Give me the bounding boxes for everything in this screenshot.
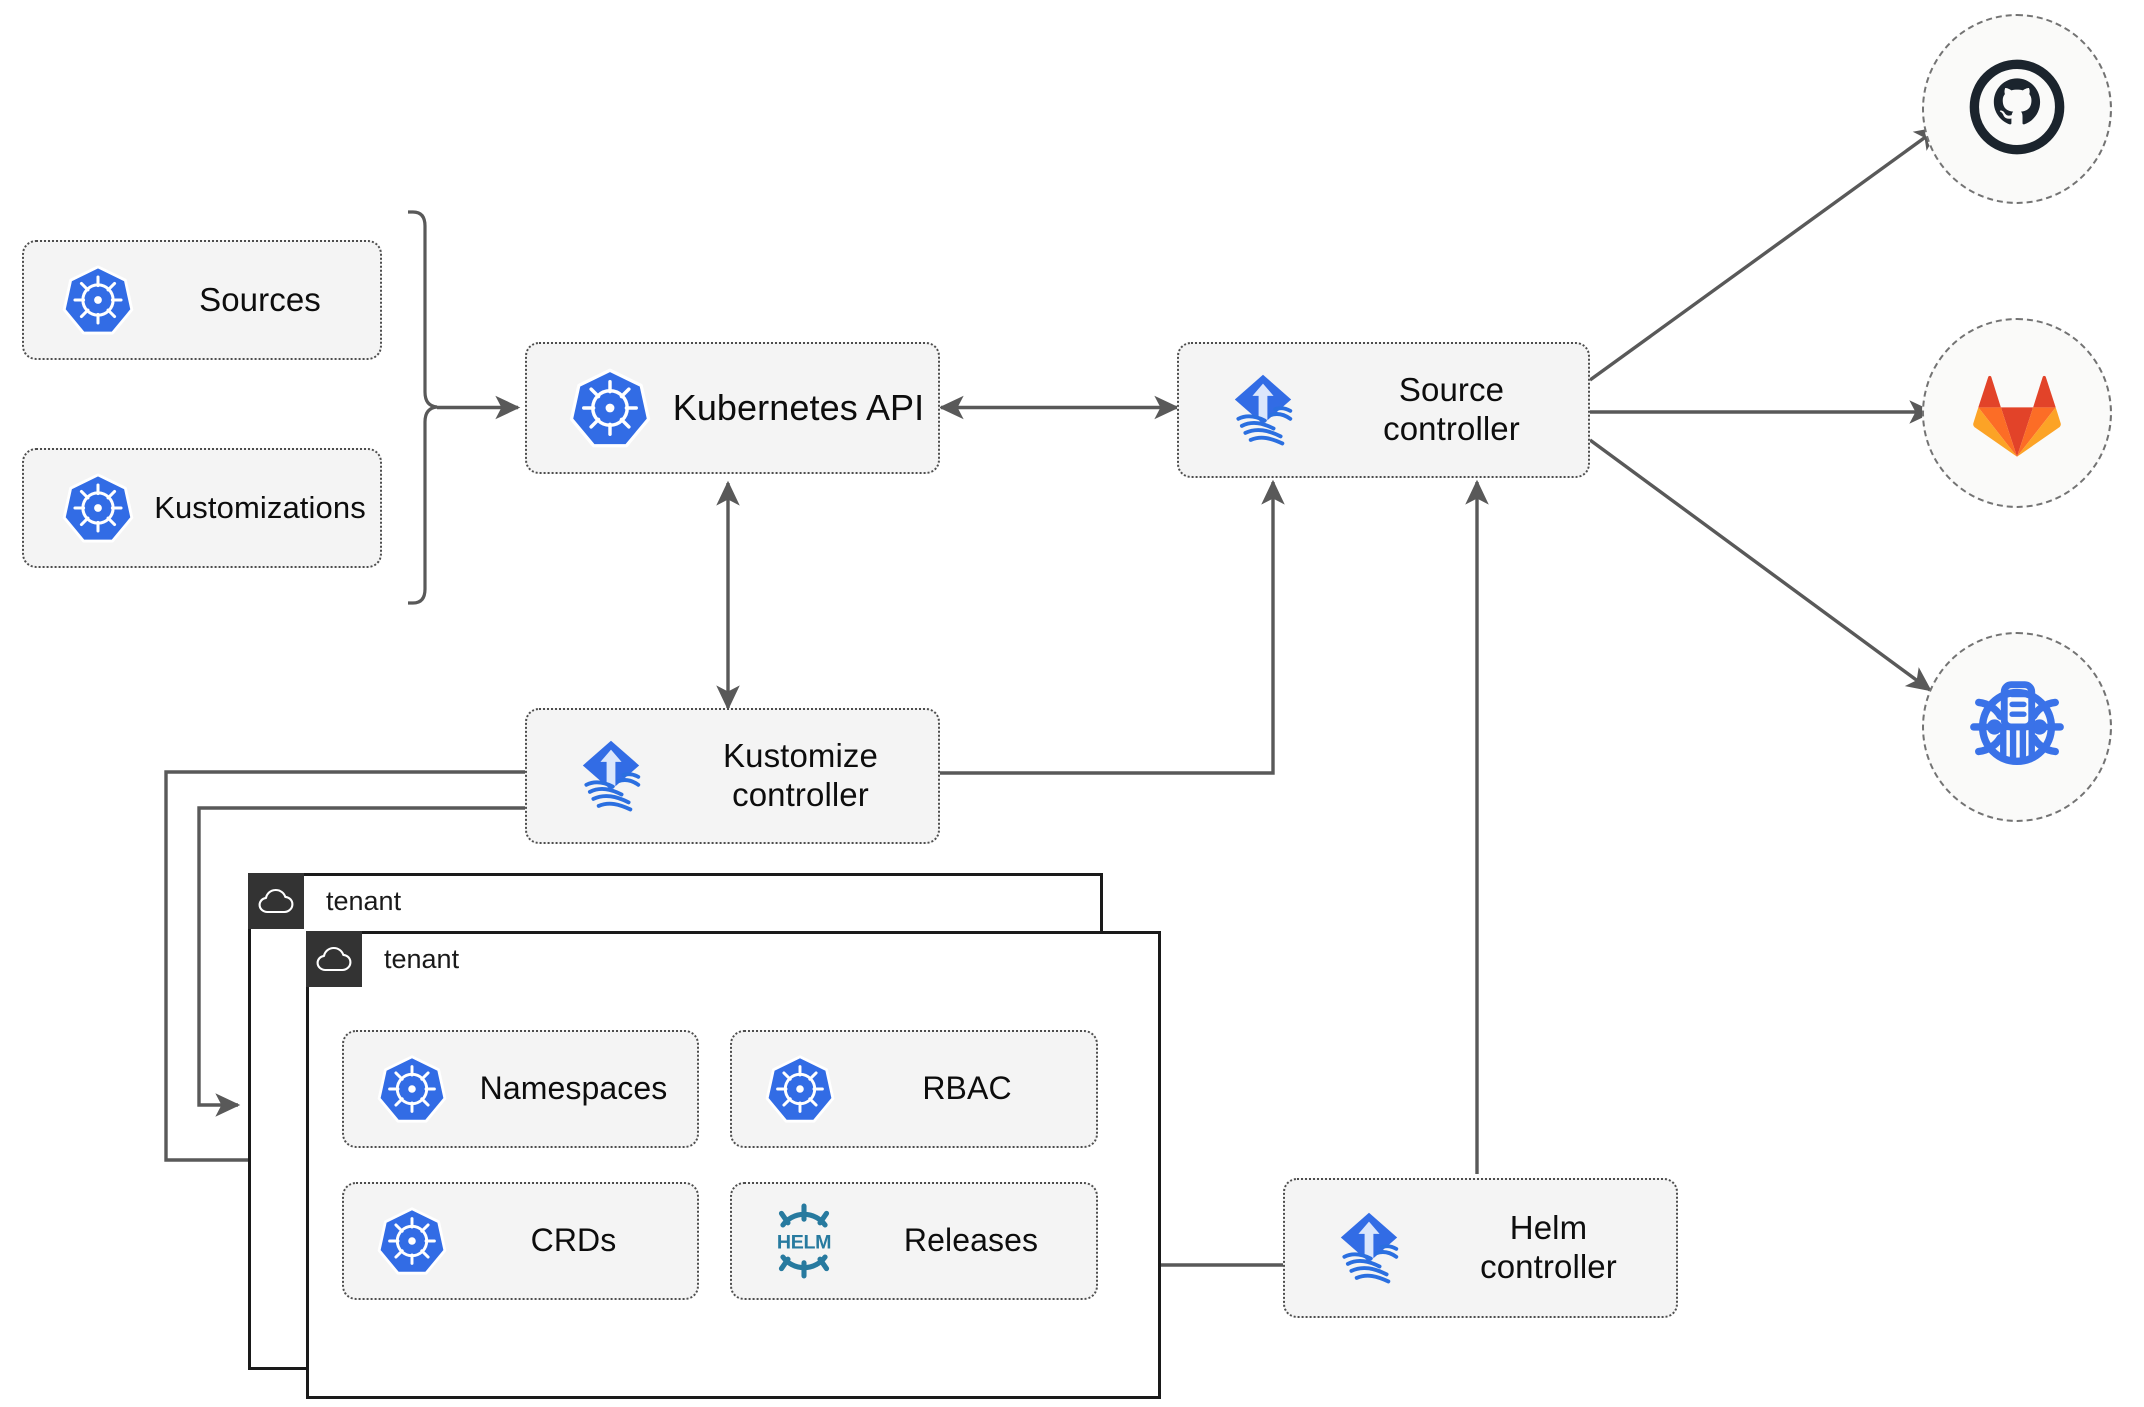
node-helm-controller[interactable]: Helm controller [1283, 1178, 1678, 1318]
node-label: Kubernetes API [672, 386, 925, 428]
svg-text:HELM: HELM [777, 1231, 831, 1253]
cloud-icon [306, 931, 362, 987]
edge-kustomize-to-source [940, 479, 1285, 775]
provider-github[interactable] [1922, 14, 2112, 204]
provider-gitlab[interactable] [1922, 318, 2112, 508]
flux-icon [1179, 366, 1325, 454]
node-label: Kustomizations [154, 489, 366, 525]
cloud-icon [248, 873, 304, 929]
kubernetes-icon [732, 1054, 848, 1124]
tenant-label-front: tenant [384, 943, 460, 974]
github-icon [1965, 55, 2069, 164]
node-label: RBAC [922, 1070, 1012, 1107]
node-label: Namespaces [479, 1070, 668, 1107]
kubernetes-icon [344, 1206, 460, 1276]
node-label: Source controller [1383, 371, 1520, 447]
node-label: Releases [903, 1222, 1039, 1259]
node-rbac[interactable]: RBAC [730, 1030, 1098, 1148]
node-kubernetes-api[interactable]: Kubernetes API [525, 342, 940, 474]
kubernetes-icon [527, 367, 669, 449]
edge-source-to-github [1589, 126, 1940, 382]
edge-kustomize-to-tenant-back [164, 770, 525, 1172]
node-label: Kustomize controller [723, 737, 878, 813]
flux-icon [1285, 1204, 1431, 1292]
node-crds[interactable]: CRDs [342, 1182, 699, 1300]
node-kustomize-controller[interactable]: Kustomize controller [525, 708, 940, 844]
flux-icon [527, 732, 673, 820]
edge-source-to-bucket [1588, 438, 1932, 692]
tenant-header-back: tenant [248, 873, 401, 929]
node-namespaces[interactable]: Namespaces [342, 1030, 699, 1148]
tenant-frame-front: tenant [306, 931, 1161, 1399]
node-source-controller[interactable]: Source controller [1177, 342, 1590, 478]
tenant-header-front: tenant [306, 931, 459, 987]
gitlab-icon [1965, 361, 2069, 466]
node-sources[interactable]: Sources [22, 240, 382, 360]
node-kustomizations[interactable]: Kustomizations [22, 448, 382, 568]
bucket-icon [1963, 671, 2071, 784]
edge-inputs-bracket [408, 210, 438, 605]
node-label: Sources [199, 280, 321, 318]
node-label: CRDs [530, 1222, 617, 1259]
node-releases[interactable]: HELM Releases [730, 1182, 1098, 1300]
provider-bucket[interactable] [1922, 632, 2112, 822]
helm-icon: HELM [732, 1203, 856, 1279]
edge-kustomize-to-tenant-front [197, 806, 525, 1117]
kubernetes-icon [344, 1054, 460, 1124]
tenant-label-back: tenant [326, 885, 402, 916]
kubernetes-icon [24, 264, 150, 336]
node-label: Helm controller [1480, 1209, 1617, 1285]
kubernetes-icon [24, 472, 150, 544]
